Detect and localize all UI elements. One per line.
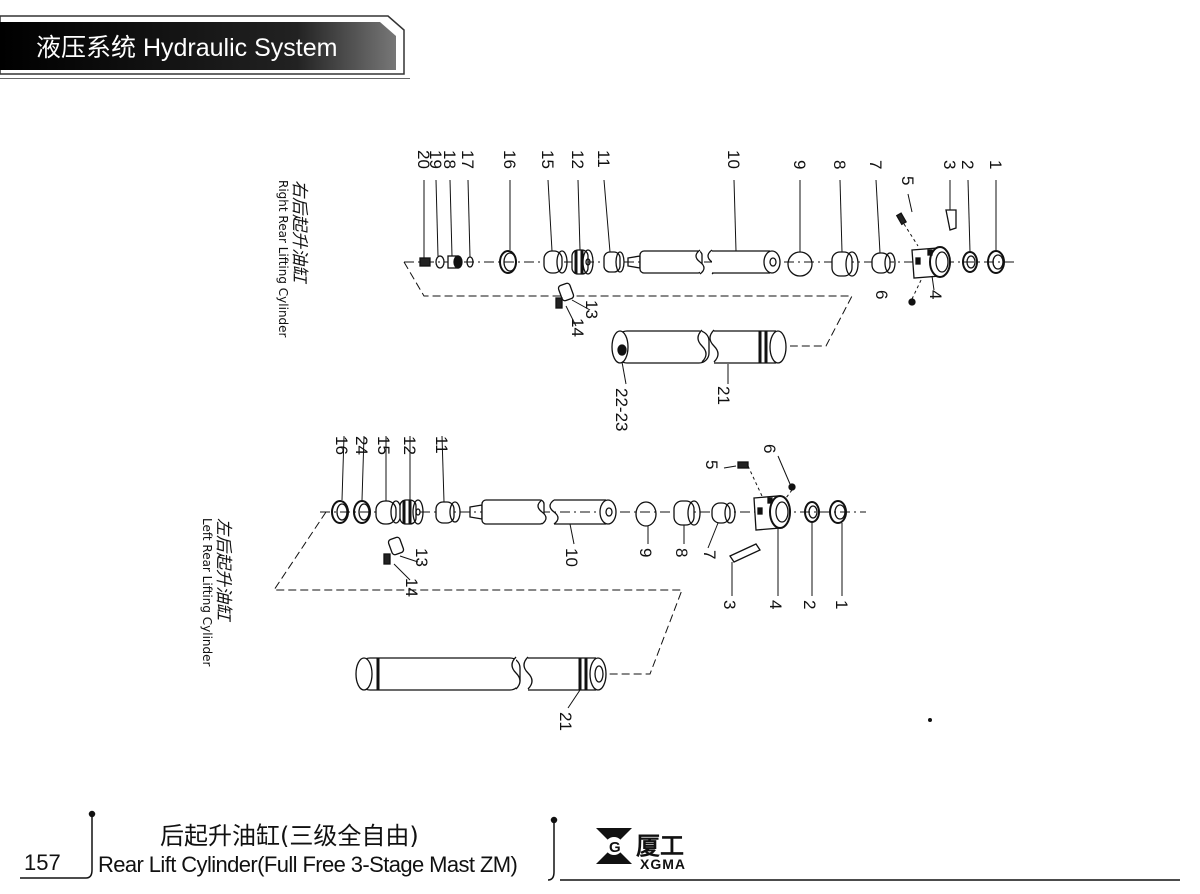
- left-callout-24: 24: [352, 436, 371, 455]
- right-callout-7: 7: [866, 160, 885, 169]
- right-callout-14: 14: [568, 318, 587, 337]
- left-callout-11: 11: [432, 436, 451, 454]
- right-callout-13: 13: [582, 300, 601, 319]
- logo-text-en: XGMA: [640, 856, 686, 872]
- svg-text:G: G: [609, 839, 621, 856]
- right-callout-12: 12: [568, 150, 587, 169]
- left-callout-5: 5: [702, 460, 721, 469]
- left-callout-21: 21: [556, 712, 575, 731]
- right-callout-15: 15: [538, 150, 557, 169]
- left-callout-12: 12: [400, 436, 419, 455]
- right-cylinder-title-en: Right Rear Lifting Cylinder: [276, 180, 291, 338]
- left-cylinder-group: [273, 461, 866, 691]
- left-callout-7: 7: [700, 550, 719, 559]
- right-cylinder-title-zh: 右后起升油缸: [289, 180, 309, 282]
- right-callout-21: 21: [714, 386, 733, 405]
- right-callout-20: 20: [414, 150, 433, 169]
- section-title: 液压系统 Hydraulic System: [36, 34, 338, 62]
- left-cylinder-title: 左后起升油缸 Left Rear Lifting Cylinder: [200, 518, 233, 667]
- header-rule: [0, 78, 410, 79]
- left-callout-10: 10: [562, 548, 581, 567]
- right-callout-11: 11: [594, 150, 613, 168]
- footer-title-zh: 后起升油缸(三级全自由): [160, 822, 419, 850]
- left-cylinder-title-zh: 左后起升油缸: [213, 518, 233, 620]
- right-callout-5: 5: [898, 176, 917, 185]
- right-callout-8: 8: [830, 160, 849, 169]
- right-callout-6: 6: [872, 290, 891, 299]
- right-callout-22-23: 22-23: [612, 388, 631, 431]
- left-callout-1: 1: [832, 600, 851, 609]
- left-callout-14: 14: [402, 578, 421, 597]
- right-cylinder-group: [403, 209, 1018, 364]
- left-callout-16: 16: [332, 436, 351, 455]
- right-callout-16: 16: [500, 150, 519, 169]
- right-callout-19: 19: [426, 150, 445, 169]
- left-callout-4: 4: [766, 600, 785, 609]
- right-callout-3: 3: [940, 160, 959, 169]
- left-callout-13: 13: [412, 548, 431, 567]
- right-callout-17: 17: [458, 150, 477, 169]
- right-callout-9: 9: [790, 160, 809, 169]
- right-callout-10: 10: [724, 150, 743, 169]
- logo-text-zh: 厦工: [636, 832, 684, 860]
- left-callout-8: 8: [672, 548, 691, 557]
- right-cylinder-title: 右后起升油缸 Right Rear Lifting Cylinder: [276, 180, 309, 338]
- left-callout-2: 2: [800, 600, 819, 609]
- section-header-tab: [0, 15, 405, 75]
- right-callout-2: 2: [958, 160, 977, 169]
- left-callout-15: 15: [374, 436, 393, 455]
- left-cylinder-title-en: Left Rear Lifting Cylinder: [200, 518, 215, 667]
- right-callout-4: 4: [926, 290, 945, 299]
- left-callout-6: 6: [760, 444, 779, 453]
- left-callout-3: 3: [720, 600, 739, 609]
- right-callout-1: 1: [986, 160, 1005, 169]
- xgma-logo-mark: G: [596, 828, 632, 864]
- left-callout-9: 9: [636, 548, 655, 557]
- footer-title-en: Rear Lift Cylinder(Full Free 3-Stage Mas…: [98, 852, 518, 877]
- page-number: 157: [24, 850, 61, 875]
- right-callout-18: 18: [440, 150, 459, 169]
